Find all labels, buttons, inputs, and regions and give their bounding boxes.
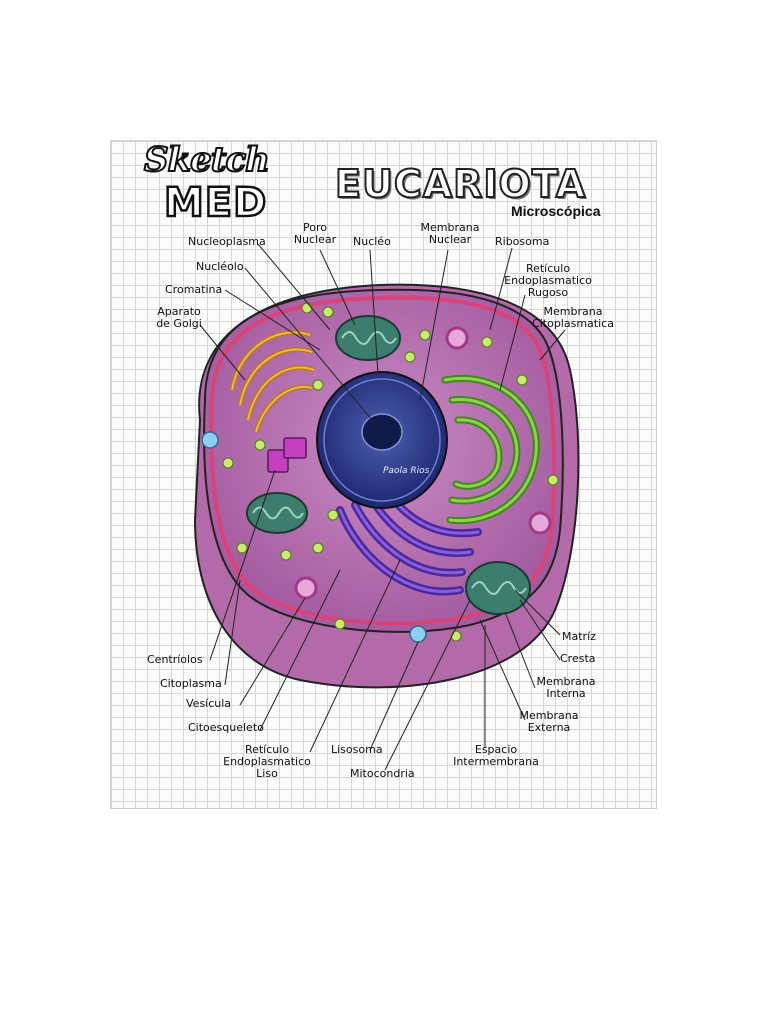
mitochondrion-top: [335, 315, 401, 361]
label-poro-nuclear: Poro Nuclear: [293, 221, 337, 246]
diagram-subtitle: Microscópica: [511, 203, 601, 219]
label-vesicula: Vesícula: [186, 697, 232, 710]
label-membrana-externa: Membrana Externa: [519, 709, 579, 734]
label-membrana-interna: Membrana Interna: [536, 675, 596, 700]
artist-signature: Paola Rios: [383, 466, 430, 476]
label-citoplasma: Citoplasma: [160, 677, 222, 690]
vesicle-right: [528, 511, 552, 535]
mitochondrion-left: [246, 492, 308, 534]
label-reticulo-rugoso: Retículo Endoplasmatico Rugoso: [504, 262, 592, 299]
centrioles: [267, 437, 307, 473]
lysosome-bottom: [409, 625, 427, 643]
label-cresta: Cresta: [560, 652, 596, 665]
label-lisosoma: Lisosoma: [331, 743, 383, 756]
label-citoesqueleto: Citoesqueleto: [188, 721, 264, 734]
logo-sketch-text: Sketch: [143, 139, 271, 181]
label-membrana-citoplasmatica: Membrana Citoplasmatica: [532, 305, 614, 330]
vesicle-top: [445, 326, 469, 350]
label-nucleoplasma: Nucleoplasma: [188, 235, 266, 248]
label-espacio-intermembrana: Espacio Intermembrana: [453, 743, 539, 768]
label-membrana-nuclear: Membrana Nuclear: [420, 221, 480, 246]
label-aparato-golgi: Aparato de Golgi: [156, 305, 202, 330]
label-matriz: Matríz: [562, 630, 596, 643]
label-cromatina: Cromatina: [165, 283, 223, 296]
label-nucleolo: Nucléolo: [196, 260, 244, 273]
cell-membrane: [209, 295, 557, 626]
vesicle-bottom: [294, 576, 318, 600]
nuclear-membrane: [323, 378, 441, 502]
label-centriolos: Centríolos: [147, 653, 203, 666]
label-nucleo: Nucléo: [353, 235, 391, 248]
label-reticulo-liso: Retículo Endoplasmatico Liso: [223, 743, 311, 780]
lysosome-left: [201, 431, 219, 449]
label-ribosoma: Ribosoma: [495, 235, 550, 248]
mitochondrion-right: [465, 561, 531, 615]
diagram-title: EUCARIOTA: [334, 161, 587, 207]
label-mitocondria: Mitocondria: [350, 767, 415, 780]
sketchmed-logo: Sketch MED: [140, 139, 271, 230]
leader-lines: [199, 243, 566, 771]
logo-med-text: MED: [163, 179, 268, 228]
